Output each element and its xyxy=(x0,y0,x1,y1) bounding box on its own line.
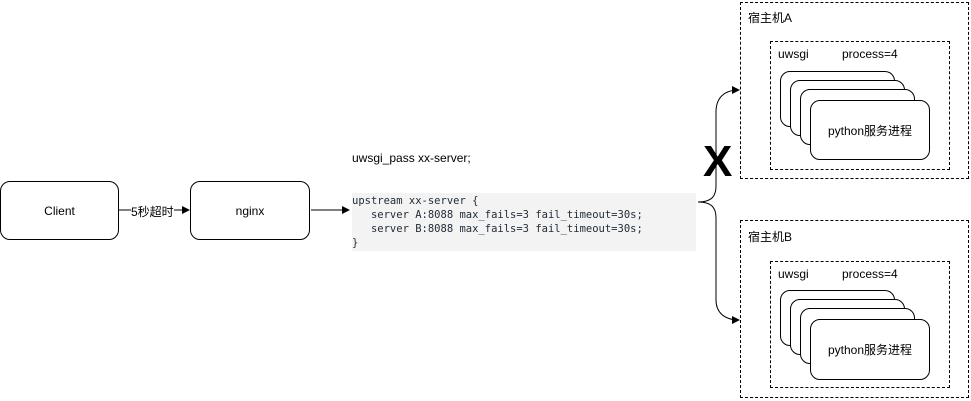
code-line: server A:8088 max_fails=3 fail_timeout=3… xyxy=(352,209,643,221)
code-line: server B:8088 max_fails=3 fail_timeout=3… xyxy=(352,223,643,235)
uwsgi-pass-label: uwsgi_pass xx-server; xyxy=(352,151,471,165)
host-b-title: 宿主机B xyxy=(748,230,793,244)
code-line: } xyxy=(352,237,359,249)
host-a-uwsgi-container xyxy=(770,41,950,170)
brace-arrow-host-b xyxy=(697,201,740,324)
nginx-label: nginx xyxy=(235,203,265,218)
host-a-python-worker: python服务进程 xyxy=(810,100,930,160)
host-b-uwsgi-container xyxy=(770,261,950,388)
brace-arrow-host-a xyxy=(697,86,740,203)
host-a-uwsgi-label: uwsgi xyxy=(778,47,809,61)
client-node: Client xyxy=(0,181,119,240)
failure-x-mark: X xyxy=(703,137,733,186)
host-a-worker-label: python服务进程 xyxy=(827,123,913,138)
host-a-process-label: process=4 xyxy=(842,47,898,61)
host-a-title: 宿主机A xyxy=(748,11,793,25)
host-b-worker-label: python服务进程 xyxy=(827,343,913,357)
upstream-code-block: upstream xx-server { server A:8088 max_f… xyxy=(352,193,696,251)
host-b-process-label: process=4 xyxy=(842,267,898,281)
host-b-python-worker: python服务进程 xyxy=(810,319,930,380)
host-b-container xyxy=(740,220,969,398)
timeout-label: 5秒超时 xyxy=(131,203,174,220)
host-a-container xyxy=(740,2,969,179)
nginx-node: nginx xyxy=(190,181,310,240)
host-b-uwsgi-label: uwsgi xyxy=(778,267,809,281)
client-label: Client xyxy=(44,203,75,218)
code-line: upstream xx-server { xyxy=(352,195,479,207)
